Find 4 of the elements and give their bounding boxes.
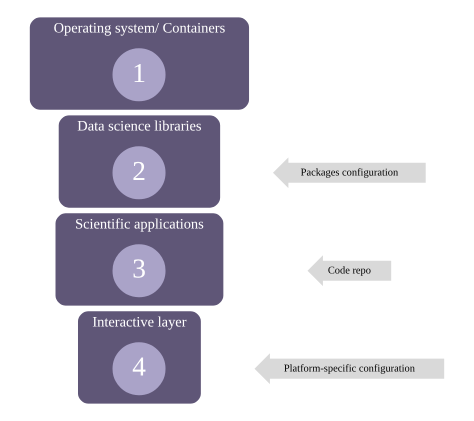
node-circle: 2 bbox=[112, 146, 166, 200]
node-circle: 1 bbox=[112, 48, 166, 102]
node-circle: 3 bbox=[112, 244, 166, 298]
node-circle: 4 bbox=[112, 342, 166, 396]
